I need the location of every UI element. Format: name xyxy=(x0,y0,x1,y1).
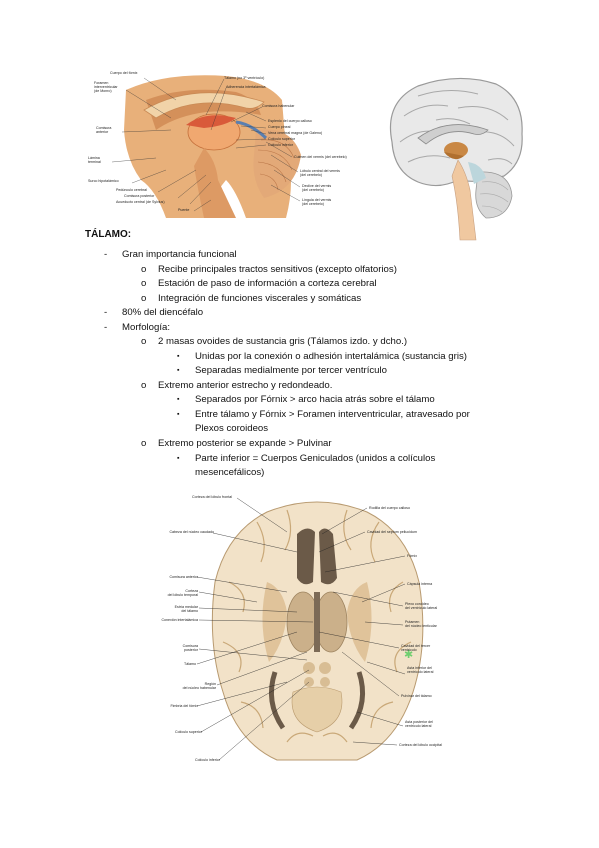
fig1-label-right: Esplenio del cuerpo calloso xyxy=(268,119,312,123)
fig3-label-right: ventrículo lateral xyxy=(407,670,434,674)
fig1-label-left: Lámina xyxy=(88,156,100,160)
bullet-square: ▪ xyxy=(177,367,180,374)
fig3-label-left: Tálamo xyxy=(184,662,196,666)
fig3-label-right: Plexo coroideo xyxy=(405,602,429,606)
fig1-label-right: Colículo superior xyxy=(268,137,295,141)
fig1-label-right: Vena cerebral magna (de Galeno) xyxy=(268,131,323,135)
bullet-circle: o xyxy=(141,380,147,391)
fig3-label-left: del tálamo xyxy=(181,609,198,613)
fig1-label-right: Adherencia intertalámica xyxy=(226,85,266,89)
list-item: Extremo posterior se expande > Pulvinar xyxy=(158,438,332,449)
list-item: Gran importancia funcional xyxy=(122,249,237,260)
list-item: Extremo anterior estrecho y redondeado. xyxy=(158,380,333,391)
bullet-circle: o xyxy=(141,336,147,347)
list-item: 80% del diencéfalo xyxy=(122,307,204,318)
list-item: Entre tálamo y Fórnix > Foramen interven… xyxy=(195,409,470,420)
fig1-label-left: Cuerpo del fórnix xyxy=(110,71,138,75)
bullet-dash: - xyxy=(104,249,108,260)
fig3-label-right: Rodilla del cuerpo calloso xyxy=(369,506,410,510)
fig3-label-left: Colículo superior xyxy=(175,730,202,734)
fig3-label-right: ventrículo xyxy=(401,648,417,652)
fig3-label-left: Conexión intertalámica xyxy=(161,618,198,622)
figure-sagittal-diencephalon: Cuerpo del fórnix Foramen interventricul… xyxy=(86,70,370,220)
fig1-label-right: Cuerpo pineal xyxy=(268,125,291,129)
fig3-label-left: Corteza xyxy=(185,589,198,593)
fig3-label-left: Estría medular xyxy=(174,605,198,609)
list-item-continuation: Plexos coroideos xyxy=(195,423,269,434)
list-item: Parte inferior = Cuerpos Geniculados (un… xyxy=(195,453,436,464)
figure-axial-section: ✱ Corteza del lóbul xyxy=(157,492,472,770)
bullet-circle: o xyxy=(141,438,147,449)
fig1-label-right: Culmen del vermis (del cerebelo) xyxy=(294,155,347,159)
fig1-label-left: Comisura xyxy=(96,126,112,130)
fig1-label-left: Foramen xyxy=(94,81,109,85)
bullet-dash: - xyxy=(104,307,108,318)
fig1-label-left: (de Monro) xyxy=(94,89,112,93)
list-item: Integración de funciones viscerales y so… xyxy=(158,293,362,304)
bullet-square: ▪ xyxy=(177,455,180,462)
fig3-label-left: Región xyxy=(204,682,216,686)
fig1-label-right: (del cerebelo) xyxy=(300,173,322,177)
fig3-label-right: Asta inferior del xyxy=(407,666,432,670)
section-heading: TÁLAMO: xyxy=(85,229,132,240)
list-item: Separados por Fórnix > arco hacia atrás … xyxy=(195,394,435,405)
fig1-label-right: Língula del vermis xyxy=(302,198,332,202)
fig3-label-left: del núcleo habenular xyxy=(182,686,216,690)
fig3-label-right: Asta posterior del xyxy=(405,720,433,724)
axial-section-drawing: ✱ xyxy=(196,497,424,761)
sagittal-diencephalon-drawing xyxy=(86,70,370,220)
figure-brain-midsagittal xyxy=(378,72,526,242)
fig1-label-left: Puente xyxy=(178,208,190,212)
fig1-label-left: Comisura posterior xyxy=(124,194,155,198)
fig3-label-right: Corteza del lóbulo occipital xyxy=(399,743,442,747)
bullet-circle: o xyxy=(141,264,147,275)
list-item: Unidas por la conexión o adhesión intert… xyxy=(195,351,467,362)
list-item: 2 masas ovoides de sustancia gris (Tálam… xyxy=(158,336,408,347)
fig3-label-left: Fimbria del fórnix xyxy=(170,704,198,708)
bullet-dash: - xyxy=(104,322,108,333)
fig3-label-left: Corteza del lóbulo frontal xyxy=(192,495,232,499)
fig3-label-left: Colículo inferior xyxy=(195,758,220,762)
fig1-label-right: Comisura habenular xyxy=(262,104,295,108)
list-item: Recibe principales tractos sensitivos (e… xyxy=(158,264,397,275)
fig1-label-left: Acueducto central (de Sylvius) xyxy=(116,200,165,204)
fig1-label-left: interventricular xyxy=(94,85,118,89)
fig3-label-right: Pulvinar del tálamo xyxy=(401,694,432,698)
fig1-label-left: terminal xyxy=(88,160,101,164)
bullet-square: ▪ xyxy=(177,353,180,360)
fig3-label-right: Fórnix xyxy=(407,554,417,558)
fig3-label-left: Cabeza del núcleo caudado xyxy=(169,530,214,534)
fig3-label-left: Comisura xyxy=(182,644,198,648)
fig1-label-right: Lóbulo central del vermis xyxy=(300,169,340,173)
fig1-label-right: Colículo inferior xyxy=(268,143,293,147)
fig3-label-left: del lóbulo temporal xyxy=(167,593,198,597)
fig3-label-right: Cavidad del tercer xyxy=(401,644,431,648)
fig1-label-left: anterior xyxy=(96,130,109,134)
brain-midsagittal-drawing xyxy=(389,77,523,241)
fig3-label-left: posterior xyxy=(184,648,198,652)
fig3-label-right: del núcleo lenticular xyxy=(405,624,437,628)
fig1-label-right: Declive del vermis xyxy=(302,184,332,188)
list-item: Separadas medialmente por tercer ventríc… xyxy=(195,365,387,376)
fig1-label-right: (del cerebelo) xyxy=(302,188,324,192)
list-item: Morfología: xyxy=(122,322,170,333)
svg-text:✱: ✱ xyxy=(404,648,413,661)
fig3-label-left: Comisura anterior xyxy=(169,575,198,579)
fig3-label-right: ventrículo lateral xyxy=(405,724,432,728)
fig3-label-right: Cavidad del septum pellucidum xyxy=(367,530,417,534)
fig1-label-left: Surco hipotalámico xyxy=(88,179,119,183)
fig1-label-left: Pedúnculo cerebral xyxy=(116,188,147,192)
bullet-square: ▪ xyxy=(177,411,180,418)
fig3-label-right: del ventrículo lateral xyxy=(405,606,438,610)
bullet-circle: o xyxy=(141,278,147,289)
fig3-label-right: Cápsula interna xyxy=(407,582,433,586)
list-item-continuation: mesencefálicos) xyxy=(195,467,265,478)
bullet-square: ▪ xyxy=(177,396,180,403)
fig1-label-right: (del cerebelo) xyxy=(302,202,324,206)
list-item: Estación de paso de información a cortez… xyxy=(158,278,377,289)
fig3-label-right: Putamen xyxy=(405,620,420,624)
fig1-label-right: Tálamo (no 3º ventrículo) xyxy=(224,76,265,80)
bullet-circle: o xyxy=(141,293,147,304)
